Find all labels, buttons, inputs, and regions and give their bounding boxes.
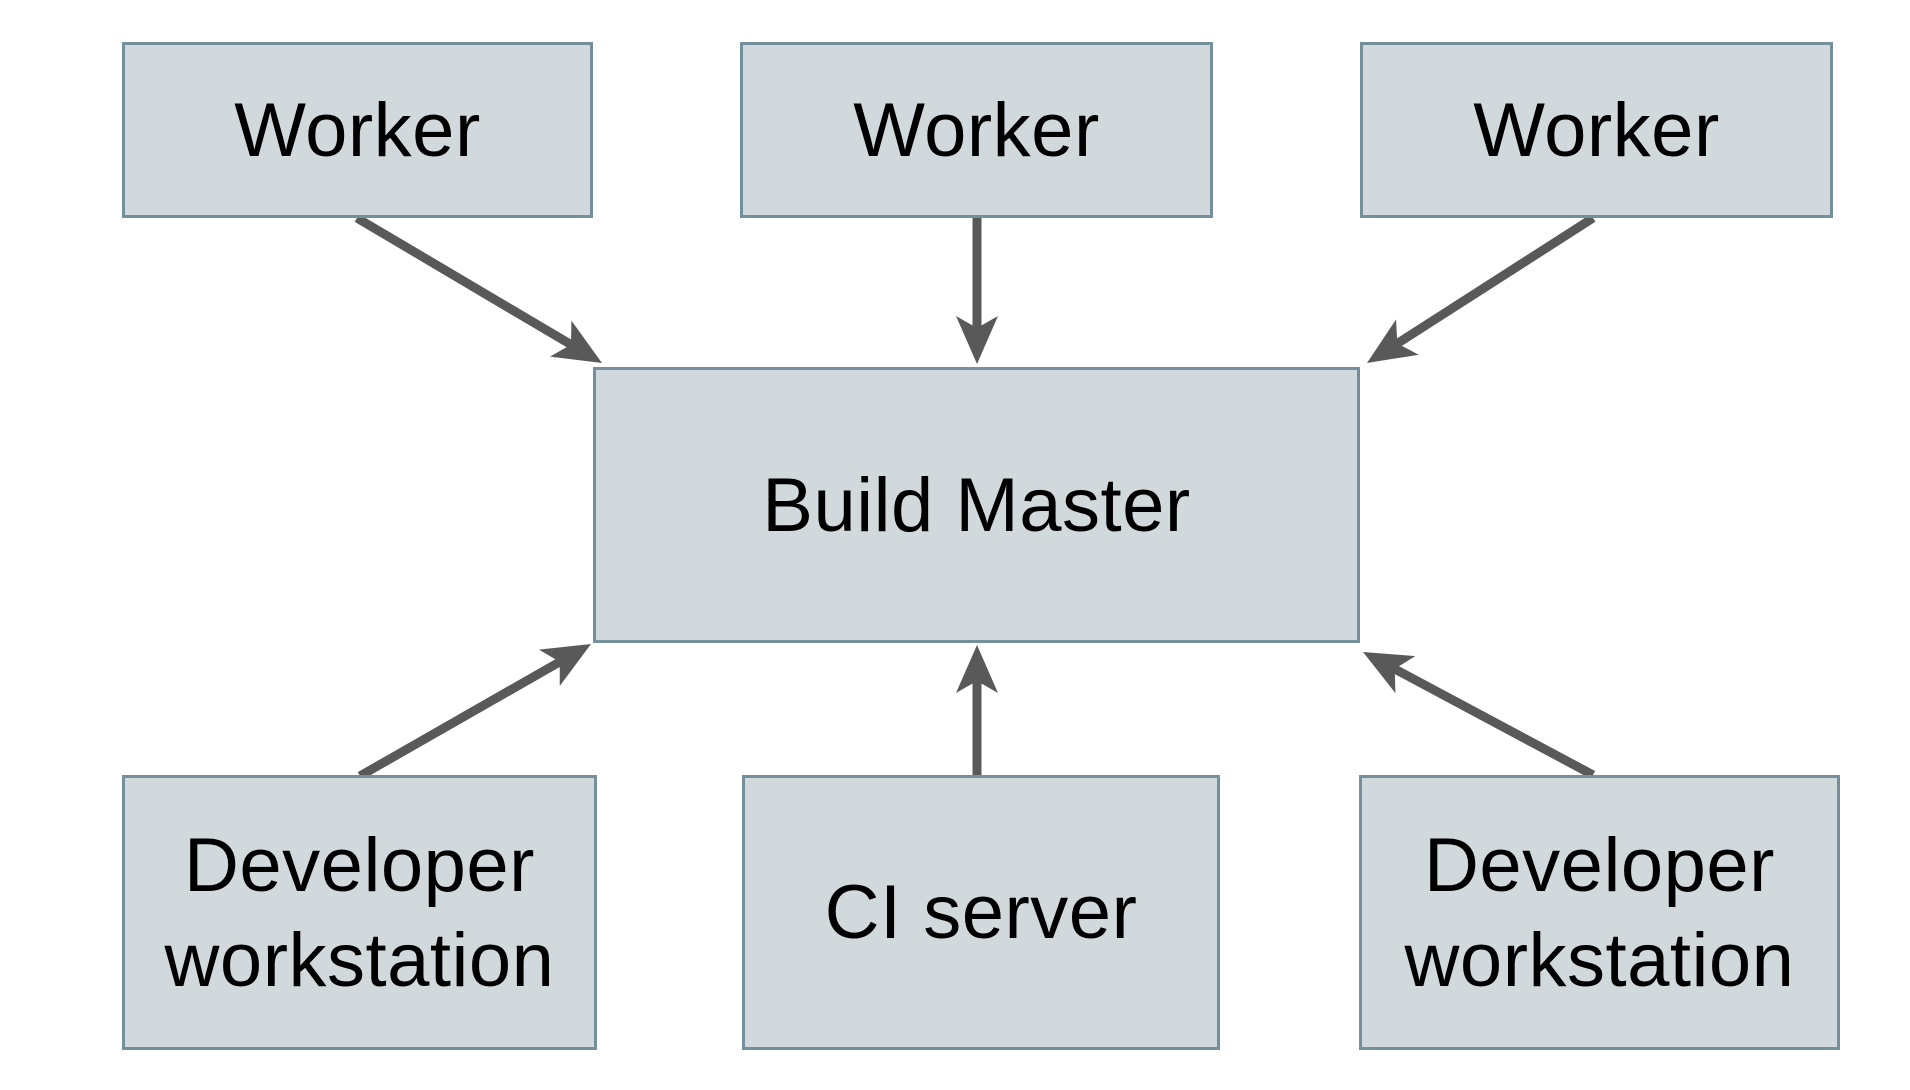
arrow-shaft bbox=[354, 214, 576, 350]
arrow-shaft bbox=[1393, 214, 1596, 349]
node-build-master: Build Master bbox=[593, 367, 1360, 643]
node-label-worker-2: Worker bbox=[853, 87, 1100, 173]
arrowhead-icon bbox=[1367, 319, 1419, 363]
node-label-worker-1: Worker bbox=[234, 87, 481, 173]
arrow-developer-workstation-2-to-build-master bbox=[1363, 652, 1596, 779]
node-developer-workstation-1: Developer workstation bbox=[122, 775, 597, 1050]
arrow-worker-2-to-build-master bbox=[956, 218, 998, 364]
node-worker-1: Worker bbox=[122, 42, 593, 218]
arrow-ci-server-to-build-master bbox=[956, 645, 998, 776]
arrow-developer-workstation-1-to-build-master bbox=[357, 644, 591, 780]
arrow-worker-1-to-build-master bbox=[354, 214, 602, 363]
node-label-worker-3: Worker bbox=[1473, 87, 1720, 173]
node-worker-3: Worker bbox=[1360, 42, 1833, 218]
node-developer-workstation-2: Developer workstation bbox=[1359, 775, 1840, 1050]
node-label-build-master: Build Master bbox=[762, 462, 1191, 548]
arrowhead-icon bbox=[956, 316, 998, 364]
arrowhead-icon bbox=[956, 645, 998, 693]
arrow-shaft bbox=[1390, 664, 1596, 779]
node-worker-2: Worker bbox=[740, 42, 1213, 218]
arrow-shaft bbox=[357, 656, 564, 780]
node-label-developer-workstation-2: Developer workstation bbox=[1404, 822, 1795, 1003]
arrowhead-icon bbox=[538, 644, 591, 687]
arrowhead-icon bbox=[1363, 652, 1416, 694]
arrow-worker-3-to-build-master bbox=[1367, 214, 1596, 363]
node-label-ci-server: CI server bbox=[824, 870, 1138, 955]
node-label-developer-workstation-1: Developer workstation bbox=[164, 822, 555, 1003]
arrowhead-icon bbox=[549, 320, 602, 363]
node-ci-server: CI server bbox=[742, 775, 1220, 1050]
